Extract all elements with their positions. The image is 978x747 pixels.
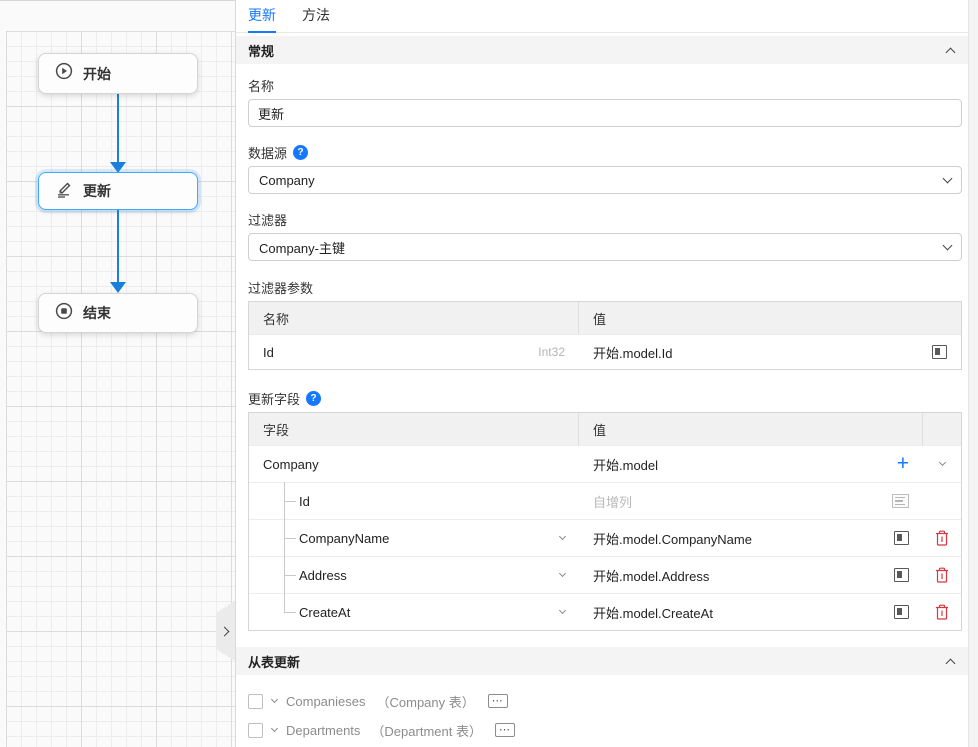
stop-circle-icon (55, 302, 73, 325)
edge-update-end (117, 210, 119, 282)
chevron-down-icon[interactable] (559, 533, 566, 540)
more-options-icon[interactable]: ⋯ (488, 694, 508, 708)
chevron-down-icon[interactable] (271, 696, 278, 703)
tree-connector (284, 501, 296, 502)
table-row-companyname[interactable]: CompanyName 开始.model.CompanyName (249, 519, 961, 556)
tree-connector (284, 538, 296, 539)
update-fields-label: 更新字段 ? (248, 390, 962, 406)
properties-panel: 更新 方法 常规 名称 数据源 ? Company (236, 0, 978, 747)
delete-icon[interactable] (935, 567, 949, 583)
table-header-row: 字段 值 (249, 413, 961, 445)
filter-select[interactable]: Company-主键 (248, 233, 962, 261)
datasource-select[interactable]: Company (248, 166, 962, 194)
delete-icon[interactable] (935, 530, 949, 546)
chevron-down-icon (943, 241, 953, 251)
node-label: 结束 (83, 303, 111, 323)
expression-editor-icon[interactable] (894, 605, 909, 619)
node-end[interactable]: 结束 (38, 293, 198, 333)
checkbox[interactable] (248, 723, 263, 738)
expression-editor-icon[interactable] (894, 531, 909, 545)
chevron-up-icon (946, 47, 956, 57)
flow-canvas[interactable]: 开始 更新 结束 (0, 0, 236, 747)
node-start[interactable]: 开始 (38, 53, 198, 94)
more-options-icon[interactable]: ⋯ (495, 723, 515, 737)
section-general-header[interactable]: 常规 (236, 36, 968, 64)
childtable-row-departments: Departments （Department 表） ⋯ (248, 720, 962, 740)
chevron-up-icon (946, 658, 956, 668)
chevron-down-icon[interactable] (271, 725, 278, 732)
name-label: 名称 (248, 77, 962, 93)
filter-params-label: 过滤器参数 (248, 279, 962, 295)
chevron-down-icon[interactable] (938, 459, 945, 466)
delete-icon[interactable] (935, 604, 949, 620)
tab-update[interactable]: 更新 (248, 0, 276, 33)
childtable-row-companieses: Companieses （Company 表） ⋯ (248, 691, 962, 711)
table-row-company[interactable]: Company 开始.model + (249, 445, 961, 482)
edge-arrowhead (110, 282, 126, 293)
tree-connector-line (284, 482, 285, 612)
help-icon[interactable]: ? (293, 145, 308, 160)
node-update[interactable]: 更新 (38, 172, 198, 210)
canvas-grid (6, 31, 235, 747)
panel-scrollbar[interactable] (968, 0, 978, 747)
table-header-row: 名称 值 (249, 302, 961, 334)
chevron-right-icon (219, 626, 229, 636)
table-row-address[interactable]: Address 开始.model.Address (249, 556, 961, 593)
add-field-icon[interactable]: + (897, 453, 909, 474)
name-input[interactable] (248, 99, 962, 127)
filter-label: 过滤器 (248, 211, 962, 227)
checkbox[interactable] (248, 694, 263, 709)
datasource-label: 数据源 ? (248, 144, 962, 160)
node-label: 开始 (83, 64, 111, 84)
tree-connector (284, 612, 296, 613)
edit-icon (55, 180, 73, 203)
play-circle-icon (55, 62, 73, 85)
chevron-down-icon (943, 174, 953, 184)
section-title: 常规 (248, 41, 274, 60)
tree-connector (284, 575, 296, 576)
table-row[interactable]: Id Int32 开始.model.Id (249, 334, 961, 369)
table-row-createat[interactable]: CreateAt 开始.model.CreateAt (249, 593, 961, 630)
tab-method[interactable]: 方法 (302, 0, 330, 33)
expression-editor-icon[interactable] (932, 345, 947, 359)
section-childtables-header[interactable]: 从表更新 (236, 647, 968, 675)
panel-tabs: 更新 方法 (236, 0, 968, 33)
table-row-id[interactable]: Id 自增列 (249, 482, 961, 519)
chevron-down-icon[interactable] (559, 607, 566, 614)
autoincrement-icon (892, 494, 909, 508)
help-icon[interactable]: ? (306, 391, 321, 406)
filter-params-table: 名称 值 Id Int32 开始.model.Id (248, 301, 962, 370)
update-fields-table: 字段 值 Company 开始.model + I (248, 412, 962, 631)
chevron-down-icon[interactable] (559, 570, 566, 577)
edge-start-update (117, 94, 119, 162)
type-badge: Int32 (538, 345, 565, 359)
section-title: 从表更新 (248, 652, 300, 671)
node-label: 更新 (83, 181, 111, 201)
expression-editor-icon[interactable] (894, 568, 909, 582)
